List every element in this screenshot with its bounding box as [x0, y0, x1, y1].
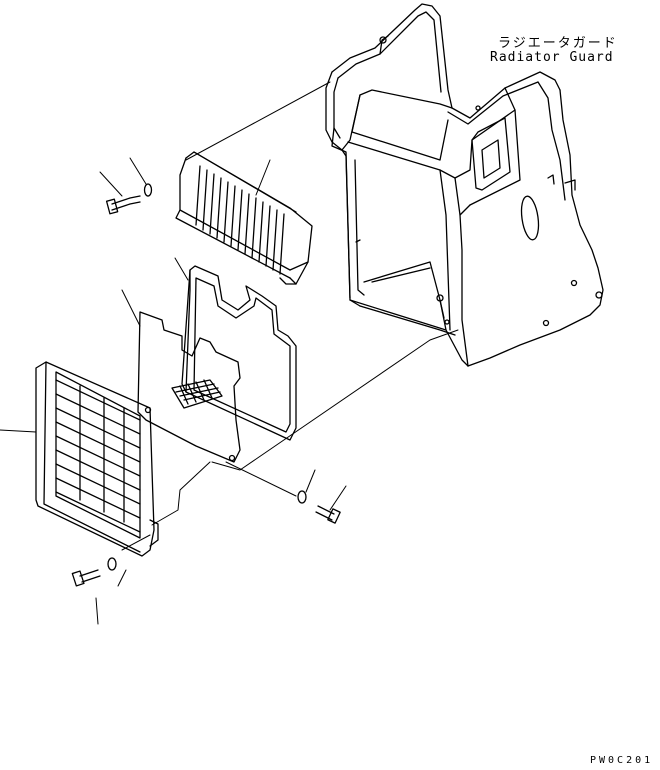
washer-icon [107, 183, 307, 571]
front-grille-icon [35, 361, 159, 557]
drawing-code: PW0C201 [590, 755, 654, 766]
assembly-lines [121, 81, 459, 551]
diagram-title-english: Radiator Guard [490, 50, 614, 65]
mesh-screen-icon [137, 311, 241, 463]
gasket-icon [181, 265, 297, 441]
bolt-icon [71, 195, 341, 587]
callout-leaders [0, 157, 347, 625]
upper-grille-icon [175, 151, 313, 285]
diagram-title-japanese: ラジエータガード [498, 36, 618, 51]
